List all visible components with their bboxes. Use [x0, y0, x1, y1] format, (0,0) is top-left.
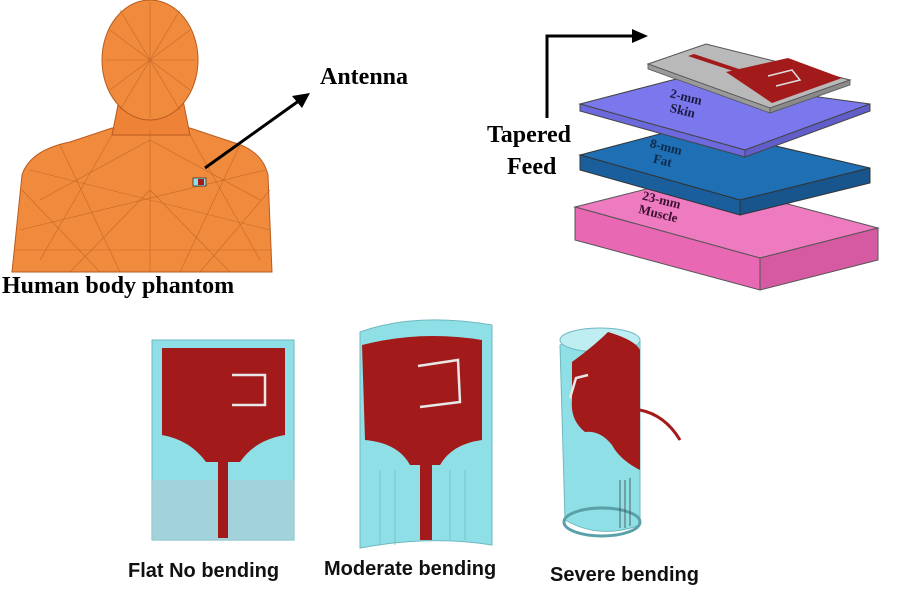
phantom-label: Human body phantom: [2, 273, 235, 299]
moderate-bending-caption: Moderate bending: [324, 558, 497, 580]
antenna-arrow: [204, 98, 301, 170]
antenna-label: Antenna: [320, 64, 409, 90]
tapered-feed-arrow: [545, 34, 632, 118]
severe-bending-antenna: [559, 327, 682, 538]
tissue-layer-stack: [573, 43, 880, 291]
flat-antenna: [151, 339, 295, 541]
flat-bending-caption: Flat No bending: [128, 560, 280, 582]
antenna-patch: [726, 58, 842, 103]
tapered-feed-label-line1: Tapered: [487, 122, 572, 148]
severe-bending-caption: Severe bending: [550, 564, 699, 586]
moderate-bending-antenna: [359, 319, 493, 549]
tapered-feed-label-line2: Feed: [507, 154, 557, 180]
human-body-phantom: [11, 0, 273, 273]
